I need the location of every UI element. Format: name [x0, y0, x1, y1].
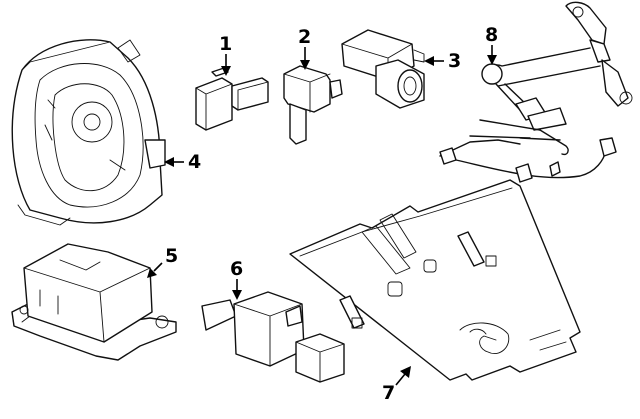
callout-2-arrow [300, 60, 310, 70]
part-7-sensor-mat [289, 179, 581, 381]
callout-6-label: 6 [230, 258, 243, 280]
callout-2-label: 2 [298, 26, 311, 48]
callout-4: 4 [164, 151, 201, 173]
callout-3-arrow [424, 56, 434, 66]
callout-3-label: 3 [448, 50, 461, 72]
part-6-sensor [201, 291, 345, 383]
callout-8-arrow [487, 55, 497, 65]
callout-7-leader [395, 373, 406, 386]
callout-7-label: 7 [382, 382, 395, 404]
part-5-control-module [11, 243, 177, 361]
callout-6: 6 [230, 258, 243, 300]
part-4-clock-spring [11, 39, 166, 226]
callout-1-label: 1 [219, 33, 232, 55]
callout-5: 5 [147, 245, 178, 278]
callout-4-label: 4 [188, 151, 201, 173]
callout-4-arrow [164, 157, 174, 167]
callout-7: 7 [382, 366, 411, 404]
part-3-sensor [341, 29, 425, 109]
part-2-sensor [283, 65, 343, 145]
callout-7-arrow [400, 366, 411, 378]
callout-1: 1 [219, 33, 232, 76]
callout-5-leader [153, 262, 163, 272]
callout-5-arrow [147, 268, 157, 278]
callout-1-arrow [221, 66, 231, 76]
part-1-sensor [195, 67, 269, 131]
callout-8-label: 8 [485, 24, 498, 46]
callout-8: 8 [485, 24, 498, 65]
callout-5-label: 5 [165, 245, 178, 267]
callout-2: 2 [298, 26, 311, 70]
callout-3: 3 [424, 50, 461, 72]
part-8-sensor-harness [439, 1, 633, 183]
callout-6-arrow [232, 290, 242, 300]
